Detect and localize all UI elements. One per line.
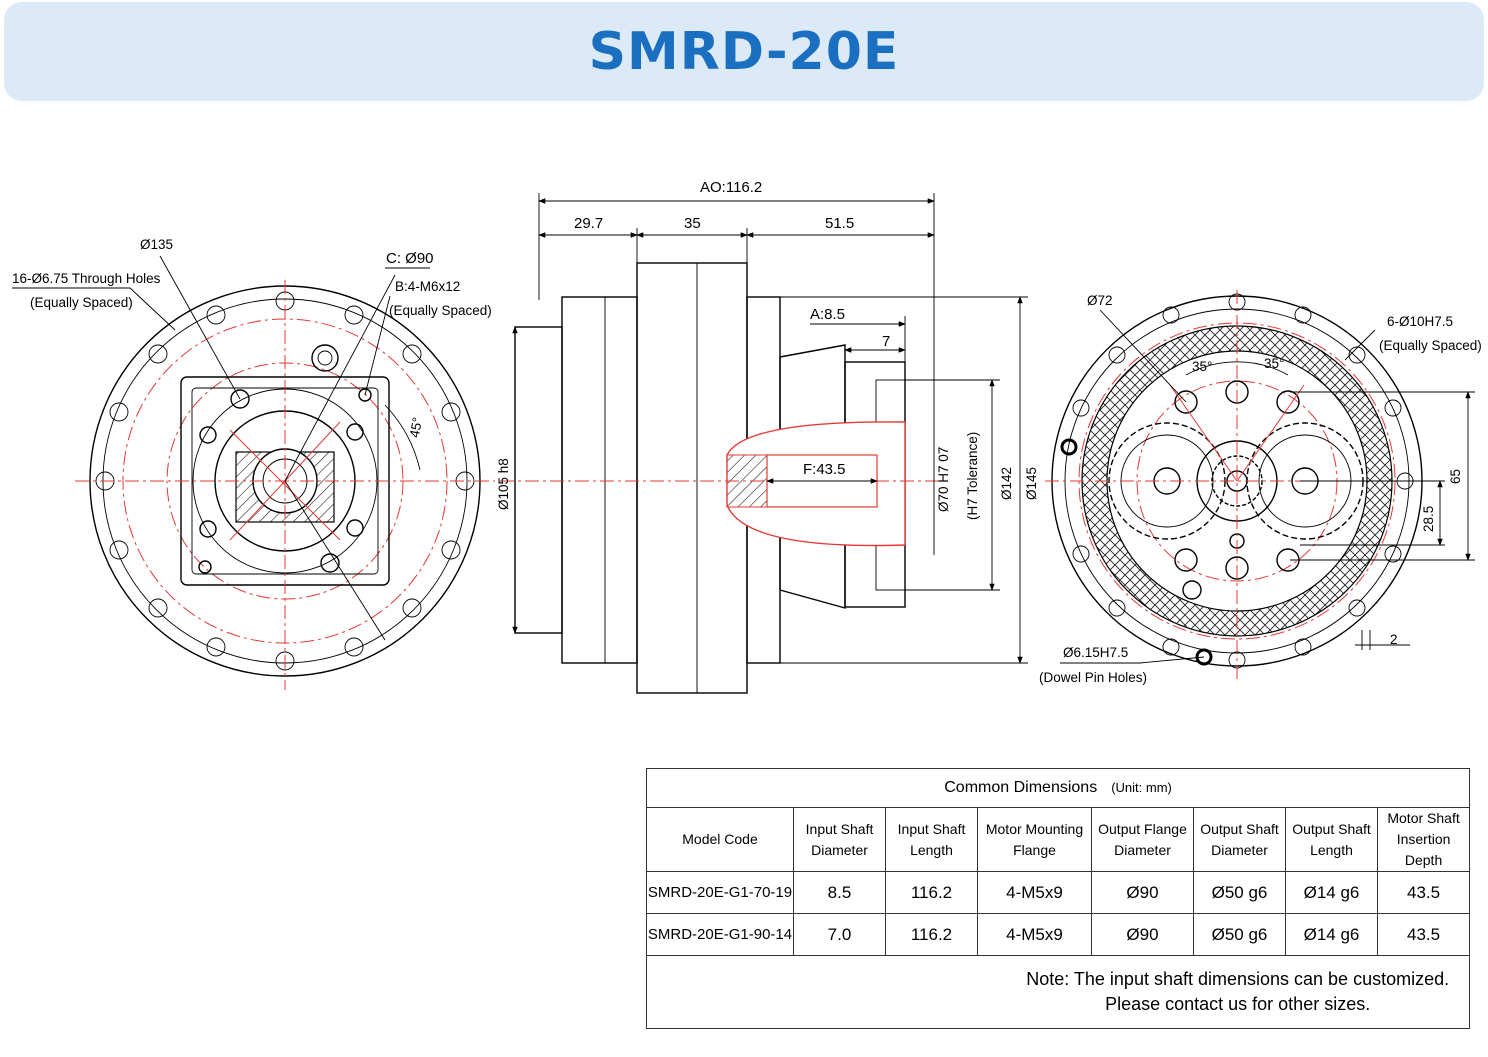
- f-label: F:43.5: [803, 461, 846, 478]
- dim-29-7: 29.7: [574, 215, 603, 232]
- page-title: SMRD-20E: [588, 21, 900, 82]
- dim-28-5: 28.5: [1421, 506, 1436, 532]
- table-cell: Ø14 g6: [1285, 871, 1378, 914]
- table-cell: Ø14 g6: [1285, 913, 1378, 956]
- table-row: SMRD-20E-G1-90-14 7.0 116.2 4-M5x9 Ø90 Ø…: [646, 913, 1471, 956]
- d70-label: Ø70 H7 07: [936, 447, 951, 512]
- angle-35-right: 35°: [1264, 356, 1284, 371]
- dim-7: 7: [882, 333, 890, 350]
- side-view: AO:116.2 29.7 35 51.5 A:8.5 7 F:43.5 Ø10…: [496, 179, 1039, 694]
- table-cell: SMRD-20E-G1-90-14: [646, 913, 794, 956]
- dowel-label: Ø6.15H7.5: [1063, 645, 1128, 660]
- table-cell: Ø50 g6: [1193, 871, 1286, 914]
- table-caption: Common Dimensions (Unit: mm): [645, 768, 1471, 808]
- note-line-1: Note: The input shaft dimensions can be …: [1026, 969, 1450, 989]
- dimensions-table: Common Dimensions (Unit: mm) Model Code I…: [645, 768, 1471, 1029]
- through-holes-label: 16-Ø6.75 Through Holes: [12, 271, 161, 286]
- b-note: (Equally Spaced): [389, 303, 492, 318]
- d135-label: Ø135: [140, 237, 173, 252]
- c-label: C: Ø90: [386, 250, 434, 267]
- d145-label: Ø145: [1024, 467, 1039, 500]
- through-holes: [95, 291, 475, 671]
- angle-35-left: 35°: [1192, 359, 1212, 374]
- d72-label: Ø72: [1087, 293, 1113, 308]
- d142-label: Ø142: [999, 467, 1014, 500]
- dowel-note: (Dowel Pin Holes): [1039, 670, 1147, 685]
- through-holes-note: (Equally Spaced): [30, 295, 133, 310]
- rear-view: Ø72 6-Ø10H7.5 (Equally Spaced) 35° 35° 6…: [1039, 290, 1482, 685]
- front-view: 16-Ø6.75 Through Holes (Equally Spaced) …: [12, 237, 495, 690]
- table-cell: Ø90: [1091, 871, 1194, 914]
- table-unit: (Unit: mm): [1111, 780, 1172, 795]
- table-row: SMRD-20E-G1-70-19 8.5 116.2 4-M5x9 Ø90 Ø…: [646, 871, 1471, 914]
- table-cell: 4-M5x9: [977, 913, 1092, 956]
- table-cell: 43.5: [1376, 871, 1471, 914]
- dim-2: 2: [1390, 632, 1398, 647]
- table-cell: 116.2: [885, 871, 978, 914]
- ao-label: AO:116.2: [700, 179, 762, 196]
- table-cell: Ø90: [1091, 913, 1194, 956]
- table-title: Common Dimensions: [944, 779, 1098, 796]
- b-label: B:4-M6x12: [395, 279, 460, 294]
- table-cell: Ø50 g6: [1193, 913, 1286, 956]
- holes-label: 6-Ø10H7.5: [1387, 314, 1453, 329]
- header-model-code: Model Code: [646, 807, 794, 872]
- table-cell: 4-M5x9: [977, 871, 1092, 914]
- table-cell: 116.2: [885, 913, 978, 956]
- angle-45-label: 45°: [407, 416, 425, 439]
- dim-35: 35: [684, 215, 701, 232]
- table-cell: 43.5: [1376, 913, 1471, 956]
- h7-label: (H7 Tolerance): [965, 432, 980, 520]
- dim-51-5: 51.5: [825, 215, 854, 232]
- d105-label: Ø105 h8: [496, 458, 511, 510]
- table-cell: 7.0: [793, 913, 886, 956]
- a-label: A:8.5: [810, 306, 845, 323]
- holes-note: (Equally Spaced): [1379, 338, 1482, 353]
- title-banner: SMRD-20E: [4, 2, 1484, 101]
- table-cell: SMRD-20E-G1-70-19: [646, 871, 794, 914]
- table-cell: 8.5: [793, 871, 886, 914]
- table-note: Note: The input shaft dimensions can be …: [645, 955, 1471, 1029]
- note-line-2: Please contact us for other sizes.: [1105, 994, 1371, 1014]
- dim-65: 65: [1448, 469, 1463, 484]
